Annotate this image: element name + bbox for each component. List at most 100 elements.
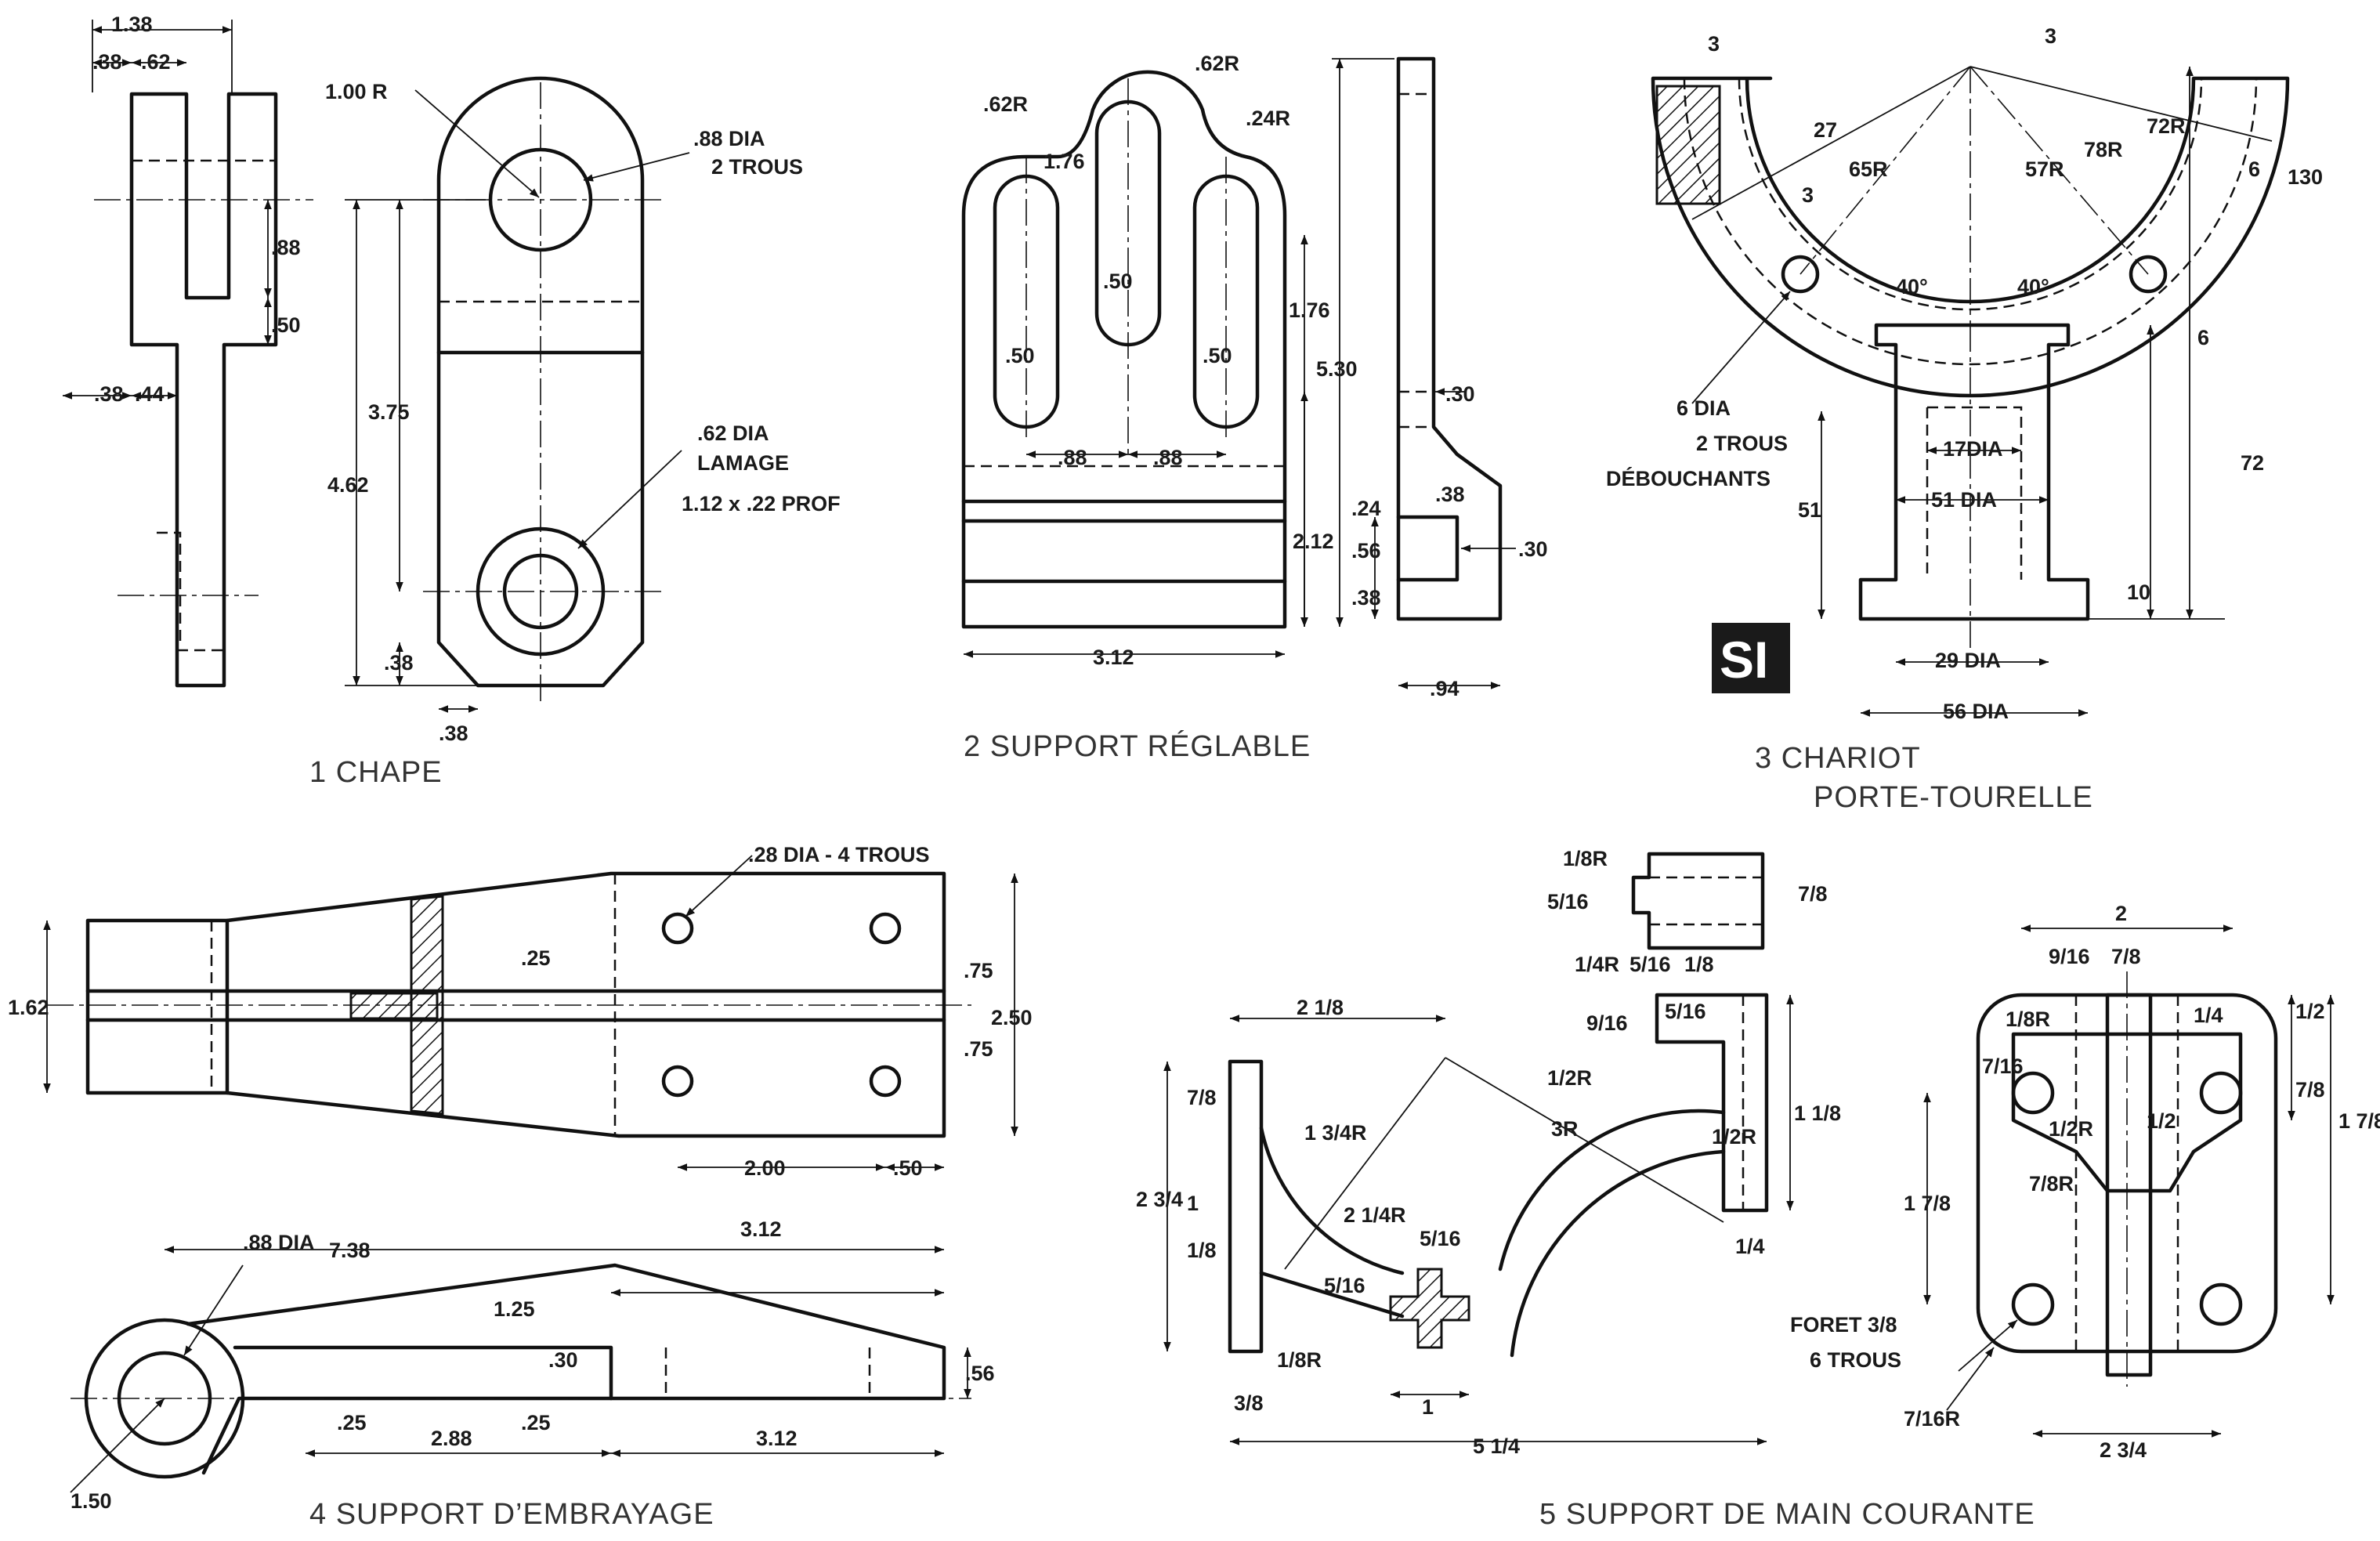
svg-text:.38: .38 — [439, 722, 468, 745]
svg-text:3: 3 — [2045, 24, 2056, 48]
svg-text:.62R: .62R — [1195, 52, 1239, 75]
svg-text:6: 6 — [2197, 326, 2209, 349]
svg-text:6 DIA: 6 DIA — [1676, 396, 1731, 420]
svg-text:1 3/4R: 1 3/4R — [1304, 1121, 1367, 1145]
svg-text:5/16: 5/16 — [1629, 953, 1671, 976]
si-badge-text: SI — [1720, 631, 1768, 689]
svg-text:2 3/4: 2 3/4 — [1136, 1188, 1183, 1211]
svg-text:40°: 40° — [2017, 275, 2049, 298]
drawing-2-support-reglable: .62R .62R .24R 1.76 .50 .50 .50 1.76 5.3… — [961, 52, 1548, 763]
svg-text:.94: .94 — [1430, 677, 1459, 700]
si-badge — [1712, 623, 1790, 693]
svg-text:1/8R: 1/8R — [1277, 1348, 1322, 1372]
svg-text:.88: .88 — [1058, 446, 1087, 469]
svg-text:3R: 3R — [1551, 1117, 1579, 1141]
svg-text:.24: .24 — [1351, 497, 1381, 520]
svg-text:1.25: 1.25 — [494, 1297, 535, 1321]
svg-text:3/8: 3/8 — [1234, 1391, 1264, 1415]
svg-text:9/16: 9/16 — [2049, 945, 2090, 968]
svg-text:3.75: 3.75 — [368, 400, 410, 424]
svg-text:1.50: 1.50 — [71, 1489, 112, 1513]
caption-4: 4 SUPPORT D’EMBRAYAGE — [309, 1498, 714, 1531]
svg-text:3.12: 3.12 — [1093, 646, 1134, 669]
svg-text:.88 DIA: .88 DIA — [693, 127, 765, 150]
svg-text:56 DIA: 56 DIA — [1943, 700, 2009, 723]
svg-text:7/8: 7/8 — [2295, 1078, 2325, 1101]
svg-text:3: 3 — [1802, 183, 1814, 207]
svg-text:.30: .30 — [1518, 537, 1548, 561]
svg-text:.25: .25 — [337, 1411, 367, 1434]
svg-text:57R: 57R — [2025, 157, 2064, 181]
svg-text:.24R: .24R — [1246, 107, 1290, 130]
svg-text:.30: .30 — [548, 1348, 578, 1372]
svg-text:.38: .38 — [1351, 586, 1381, 610]
svg-text:.56: .56 — [1351, 539, 1381, 563]
svg-text:.75: .75 — [964, 959, 993, 982]
svg-text:.50: .50 — [893, 1156, 923, 1180]
svg-text:.38: .38 — [92, 50, 122, 74]
svg-text:40°: 40° — [1896, 275, 1928, 298]
svg-text:1/2R: 1/2R — [1712, 1125, 1756, 1149]
svg-text:.88: .88 — [1153, 446, 1183, 469]
svg-text:1/8R: 1/8R — [1563, 847, 1608, 870]
svg-text:2 1/8: 2 1/8 — [1297, 996, 1344, 1019]
svg-text:7/16R: 7/16R — [1904, 1407, 1960, 1431]
svg-text:7/8: 7/8 — [1798, 882, 1828, 906]
svg-text:1 1/8: 1 1/8 — [1794, 1101, 1841, 1125]
svg-text:3.12: 3.12 — [740, 1217, 782, 1241]
svg-text:1/2: 1/2 — [2295, 1000, 2325, 1023]
svg-text:.62 DIA: .62 DIA — [697, 421, 769, 445]
svg-text:1.38: 1.38 — [111, 13, 153, 36]
svg-text:2.12: 2.12 — [1293, 530, 1334, 553]
caption-3-line2: PORTE-TOURELLE — [1814, 781, 2093, 814]
svg-text:.25: .25 — [521, 946, 551, 970]
caption-3: 3 CHARIOT — [1755, 742, 1921, 775]
svg-text:1.00 R: 1.00 R — [325, 80, 388, 103]
svg-text:1.12 x .22 PROF: 1.12 x .22 PROF — [682, 492, 841, 515]
svg-text:5/16: 5/16 — [1324, 1274, 1365, 1297]
svg-text:1.62: 1.62 — [8, 996, 49, 1019]
svg-text:3: 3 — [1708, 32, 1720, 56]
svg-text:.38: .38 — [94, 382, 124, 406]
caption-2: 2 SUPPORT RÉGLABLE — [964, 729, 1311, 763]
drawing-4-support-embrayage: .28 DIA - 4 TROUS .25 1.62 .75 .75 2.50 … — [8, 843, 1033, 1531]
svg-text:.50: .50 — [1005, 344, 1035, 367]
svg-text:LAMAGE: LAMAGE — [697, 451, 789, 475]
svg-text:65R: 65R — [1849, 157, 1888, 181]
svg-text:6: 6 — [2248, 157, 2260, 181]
svg-text:1/8R: 1/8R — [2006, 1007, 2050, 1031]
svg-text:1: 1 — [1422, 1395, 1434, 1419]
svg-text:.62: .62 — [141, 50, 171, 74]
svg-text:7.38: 7.38 — [329, 1239, 371, 1262]
svg-text:5/16: 5/16 — [1420, 1227, 1461, 1250]
svg-text:.44: .44 — [135, 382, 165, 406]
svg-text:51: 51 — [1798, 498, 1821, 522]
svg-text:.38: .38 — [384, 651, 414, 675]
drawing-3-chariot-porte-tourelle: SI 3 3 27 3 65R 57R 78R 72R 6 130 40° 40… — [1606, 24, 2323, 814]
drawing-5-support-main-courante: 1/8R 5/16 7/8 1/4R 5/16 1/8 5/16 2 1/8 9… — [1136, 847, 2380, 1531]
svg-text:2 1/4R: 2 1/4R — [1344, 1203, 1406, 1227]
svg-text:.50: .50 — [271, 313, 301, 337]
svg-text:78R: 78R — [2084, 138, 2123, 161]
svg-text:1/8: 1/8 — [1684, 953, 1714, 976]
svg-text:2 TROUS: 2 TROUS — [1696, 432, 1788, 455]
svg-text:9/16: 9/16 — [1586, 1011, 1628, 1035]
caption-5: 5 SUPPORT DE MAIN COURANTE — [1539, 1498, 2035, 1531]
svg-text:51 DIA: 51 DIA — [1931, 488, 1997, 512]
svg-text:6 TROUS: 6 TROUS — [1810, 1348, 1901, 1372]
svg-text:2.00: 2.00 — [744, 1156, 786, 1180]
svg-text:DÉBOUCHANTS: DÉBOUCHANTS — [1606, 466, 1771, 490]
svg-text:1/4R: 1/4R — [1575, 953, 1619, 976]
svg-text:5/16: 5/16 — [1547, 890, 1589, 913]
svg-text:1.76: 1.76 — [1289, 298, 1330, 322]
svg-text:2 3/4: 2 3/4 — [2100, 1438, 2147, 1462]
svg-text:1/4: 1/4 — [1735, 1235, 1765, 1258]
svg-text:.62R: .62R — [983, 92, 1028, 116]
svg-text:130: 130 — [2288, 165, 2323, 189]
svg-text:.30: .30 — [1445, 382, 1475, 406]
svg-text:.50: .50 — [1203, 344, 1232, 367]
svg-text:3.12: 3.12 — [756, 1427, 798, 1450]
svg-text:2.50: 2.50 — [991, 1006, 1033, 1029]
svg-text:.50: .50 — [1103, 269, 1133, 293]
